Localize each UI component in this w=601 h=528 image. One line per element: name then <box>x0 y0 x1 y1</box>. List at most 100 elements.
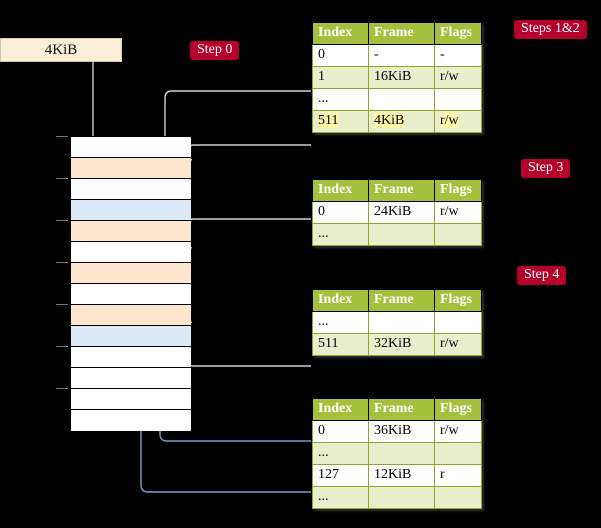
memory-frame-row <box>71 221 191 242</box>
cell-value: ... <box>318 91 329 106</box>
cell-value: 127 <box>318 467 339 482</box>
cell-value: 511 <box>318 113 339 128</box>
table-header-index: Index <box>312 398 369 421</box>
table-cell: 1 <box>312 66 369 89</box>
virtual-page-box: 4KiB <box>0 38 122 62</box>
table-row[interactable]: ... <box>312 88 482 111</box>
step-badge-step-4: Step 4 <box>517 266 567 285</box>
cell-value: 32KiB <box>374 336 412 351</box>
cell-value: ... <box>318 445 329 460</box>
cell-value: ... <box>318 314 329 329</box>
table-header-frame: Frame <box>368 289 435 312</box>
table-cell <box>368 311 435 334</box>
cell-value: 12KiB <box>374 467 412 482</box>
table-header-index: Index <box>312 289 369 312</box>
table-cell: 4KiB <box>368 110 435 133</box>
cell-value: - <box>374 47 379 62</box>
table-cell <box>368 88 435 111</box>
table-cell: ... <box>312 486 369 509</box>
memory-tick <box>56 388 68 389</box>
cell-value: 511 <box>318 336 339 351</box>
memory-frame-row <box>71 179 191 200</box>
memory-tick <box>56 220 68 221</box>
table-row[interactable]: 0 36KiB r/w <box>312 420 482 443</box>
table-header-flags: Flags <box>434 289 482 312</box>
memory-frame-row <box>71 410 191 431</box>
table-row[interactable]: 0 - - <box>312 44 482 67</box>
memory-frame-row <box>71 305 191 326</box>
table-cell: r/w <box>434 110 482 133</box>
cell-value: r <box>440 467 445 482</box>
table-header-flags: Flags <box>434 398 482 421</box>
table-cell: r <box>434 464 482 487</box>
table-cell: r/w <box>434 420 482 443</box>
cell-value: 0 <box>318 47 325 62</box>
table-cell <box>434 88 482 111</box>
cell-value: r/w <box>440 113 459 128</box>
table-cell: r/w <box>434 66 482 89</box>
table-cell: ... <box>312 311 369 334</box>
table-row[interactable]: 511 32KiB r/w <box>312 333 482 356</box>
link-l3-0-to-frame <box>186 218 311 245</box>
step-badge-step-0: Step 0 <box>190 41 240 60</box>
cell-value: 1 <box>318 69 325 84</box>
table-row[interactable]: ... <box>312 311 482 334</box>
step-badge-step-3: Step 3 <box>521 159 571 178</box>
physical-memory-column <box>70 136 191 431</box>
table-cell: r/w <box>434 333 482 356</box>
cell-value: ... <box>318 489 329 504</box>
table-row[interactable]: ... <box>312 223 482 246</box>
table-cell: - <box>434 44 482 67</box>
table-cell: 16KiB <box>368 66 435 89</box>
memory-frame-row <box>71 284 191 305</box>
memory-frame-row <box>71 347 191 368</box>
table-cell: 511 <box>312 110 369 133</box>
memory-frame-row <box>71 389 191 410</box>
cell-value: r/w <box>440 336 459 351</box>
table-cell: 0 <box>312 201 369 224</box>
table-cell: 24KiB <box>368 201 435 224</box>
memory-tick <box>56 346 68 347</box>
table-cell <box>434 311 482 334</box>
table-cell <box>368 223 435 246</box>
table-header-flags: Flags <box>434 179 482 202</box>
table-header-frame: Frame <box>368 22 435 45</box>
table-cell: ... <box>312 223 369 246</box>
table-row[interactable]: 127 12KiB r <box>312 464 482 487</box>
table-row[interactable]: ... <box>312 486 482 509</box>
memory-frame-row <box>71 263 191 284</box>
link-l4-1-to-frame <box>186 144 311 158</box>
cell-value: r/w <box>440 423 459 438</box>
table-cell: r/w <box>434 201 482 224</box>
table-cell: 0 <box>312 44 369 67</box>
table-cell: 0 <box>312 420 369 443</box>
table-row[interactable]: ... <box>312 442 482 465</box>
table-cell <box>368 442 435 465</box>
table-cell <box>434 223 482 246</box>
table-cell: - <box>368 44 435 67</box>
memory-tick <box>56 136 68 137</box>
cell-value: - <box>440 47 445 62</box>
table-cell <box>368 486 435 509</box>
memory-frame-row <box>71 242 191 263</box>
table-cell: ... <box>312 442 369 465</box>
table-header-frame: Frame <box>368 398 435 421</box>
step-badge-steps-1-2: Steps 1&2 <box>514 20 587 39</box>
table-row[interactable]: 511 4KiB r/w <box>312 110 482 133</box>
table-header-frame: Frame <box>368 179 435 202</box>
table-header-index: Index <box>312 22 369 45</box>
table-cell: 32KiB <box>368 333 435 356</box>
memory-tick <box>56 262 68 263</box>
memory-frame-row <box>71 326 191 347</box>
cell-value: 36KiB <box>374 423 412 438</box>
